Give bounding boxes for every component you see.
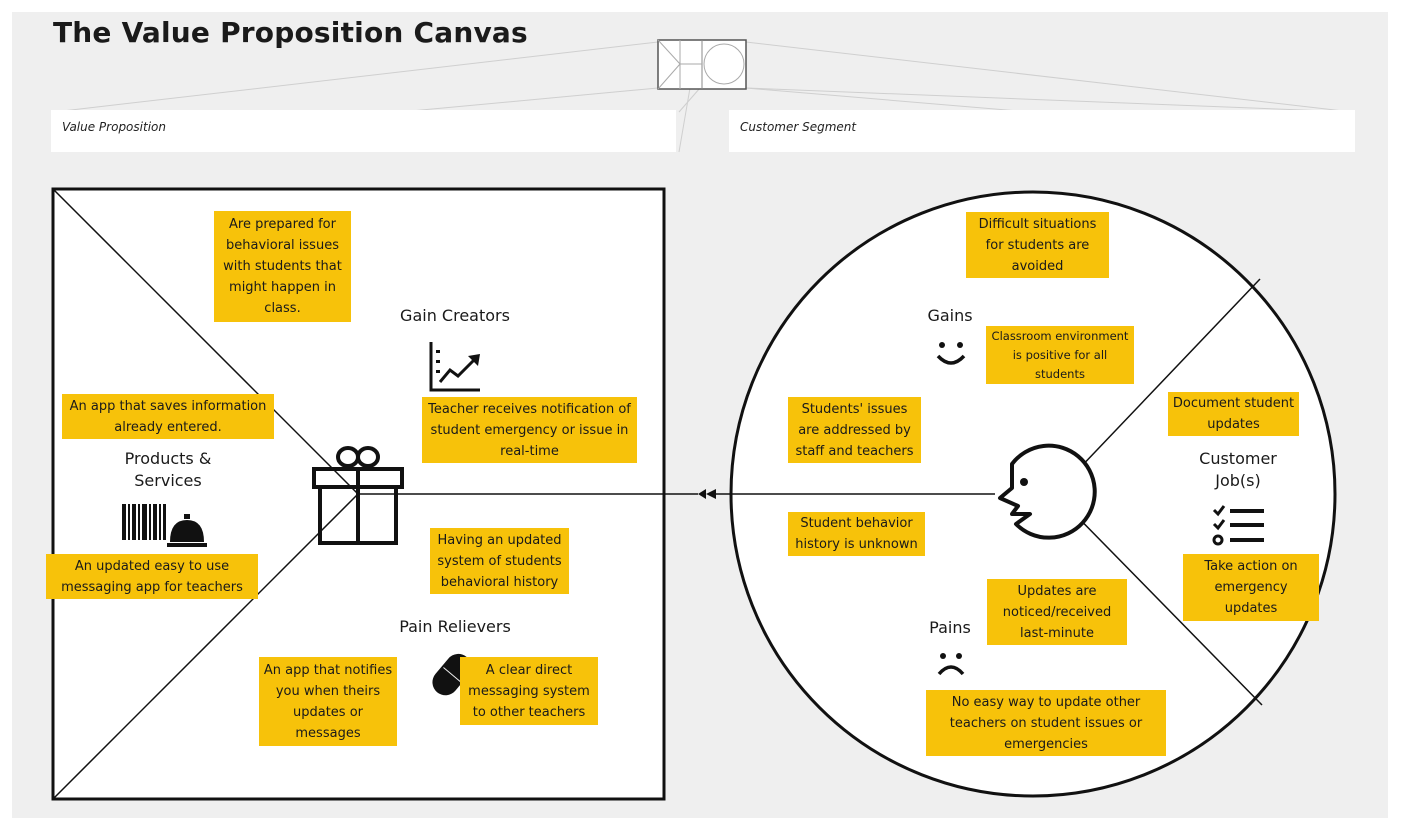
gift-icon (312, 446, 404, 545)
products-services-label: Products & Services (124, 449, 212, 490)
sticky-note[interactable]: An updated easy to use messaging app for… (46, 554, 258, 599)
sticky-note[interactable]: Document student updates (1168, 392, 1299, 436)
sticky-note[interactable]: Updates are noticed/received last-minute (987, 579, 1127, 645)
smile-face-icon (936, 342, 966, 365)
value-proposition-header: Value Proposition (51, 110, 676, 152)
sticky-note[interactable]: A clear direct messaging system to other… (460, 657, 598, 725)
customer-jobs-label: Customer Job(s) (1199, 449, 1277, 490)
sticky-note[interactable]: Difficult situations for students are av… (966, 212, 1109, 278)
sticky-note[interactable]: Teacher receives notification of student… (422, 397, 637, 463)
checklist-icon (1212, 505, 1264, 546)
pains-label: Pains (929, 618, 971, 637)
sad-face-icon (937, 653, 965, 676)
page-title: The Value Proposition Canvas (53, 16, 528, 49)
sticky-note[interactable]: An app that saves information already en… (62, 394, 274, 439)
sticky-note[interactable]: Take action on emergency updates (1183, 554, 1319, 621)
customer-segment-label: Customer Segment (740, 120, 857, 134)
sticky-note[interactable]: Student behavior history is unknown (788, 512, 925, 556)
barcode-service-bell-icon (122, 504, 207, 547)
sticky-note[interactable]: An app that notifies you when theirs upd… (259, 657, 397, 746)
gain-creators-label: Gain Creators (400, 306, 510, 325)
sticky-note[interactable]: Students' issues are addressed by staff … (788, 397, 921, 463)
pain-relievers-label: Pain Relievers (399, 617, 511, 636)
sticky-note[interactable]: Having an updated system of students beh… (430, 528, 569, 594)
canvas-thumbnail-icon (657, 39, 747, 90)
customer-face-icon (998, 443, 1097, 540)
customer-segment-header: Customer Segment (729, 110, 1355, 152)
sticky-note[interactable]: Are prepared for behavioral issues with … (214, 211, 351, 322)
value-proposition-label: Value Proposition (62, 120, 166, 134)
sticky-note[interactable]: No easy way to update other teachers on … (926, 690, 1166, 756)
growth-chart-icon (429, 342, 480, 392)
sticky-note[interactable]: Classroom environment is positive for al… (986, 326, 1134, 384)
gains-label: Gains (927, 306, 973, 325)
